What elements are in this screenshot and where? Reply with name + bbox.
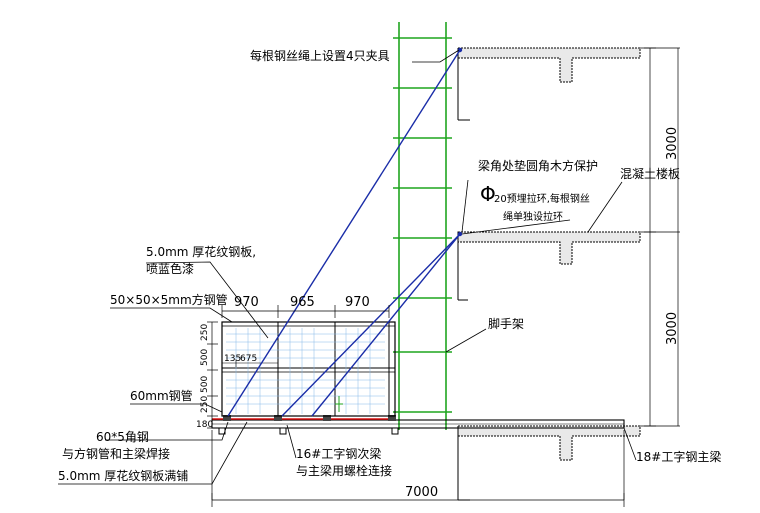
- dim-left-4: 250: [200, 396, 210, 413]
- left-dimension: [207, 321, 218, 429]
- guardrail-panel: [221, 321, 396, 417]
- rope-anchors: [457, 47, 463, 237]
- bottom-dimension: [211, 430, 625, 507]
- dim-inner-1: 135: [224, 354, 241, 364]
- label-plate-1: 5.0mm 厚花纹钢板,: [146, 244, 256, 259]
- wire-ropes: [227, 49, 461, 417]
- label-secondary-1: 16#工字钢次梁: [296, 446, 381, 461]
- dim-right-lower: 3000: [665, 312, 680, 345]
- label-square-tube: 50×50×5mm方钢管: [110, 292, 228, 307]
- dim-left-2: 500: [200, 349, 210, 366]
- inner-dimension-lines: [222, 359, 278, 367]
- dim-right-upper: 3000: [665, 127, 680, 160]
- label-angle-2: 与方钢管和主梁焊接: [62, 446, 170, 461]
- dim-top-3: 970: [345, 295, 370, 310]
- wire-rope-lower: [311, 233, 461, 417]
- wire-rope-mid: [281, 233, 461, 417]
- label-phi-symbol: Φ: [480, 182, 496, 206]
- label-scaffold: 脚手架: [488, 316, 524, 331]
- floor-slab-top: [457, 47, 641, 121]
- label-concrete-slab: 混凝土楼板: [620, 166, 680, 181]
- label-floor-plate: 5.0mm 厚花纹钢板满铺: [58, 468, 188, 483]
- dim-top-2: 965: [290, 295, 315, 310]
- label-pipe60: 60mm钢管: [130, 388, 193, 403]
- label-angle-1: 60*5角钢: [96, 430, 149, 444]
- label-pull-ring-2: 绳单独设拉环: [503, 210, 563, 223]
- dim-left-3: 500: [200, 376, 210, 393]
- panel-arrow: [335, 396, 343, 412]
- dim-left-1: 250: [200, 324, 210, 341]
- scaffold: [393, 22, 452, 430]
- beam-supports: [218, 427, 399, 435]
- label-corner-protect: 梁角处垫圆角木方保护: [478, 158, 598, 173]
- dim-left-5: 180: [196, 420, 213, 430]
- secondary-beam-pads: [223, 415, 396, 421]
- label-secondary-2: 与主梁用螺栓连接: [296, 463, 392, 478]
- dim-inner-2: 675: [240, 354, 257, 364]
- floor-slab-bottom: [457, 425, 641, 501]
- label-pull-ring-1: 20预埋拉环,每根钢丝: [494, 192, 590, 205]
- label-plate-2: 喷蓝色漆: [146, 262, 194, 276]
- mesh-grid: [226, 328, 385, 414]
- scaffold-ledgers: [393, 37, 452, 413]
- top-dimension: [221, 305, 390, 318]
- wire-rope-upper: [227, 49, 461, 417]
- label-main-beam: 18#工字钢主梁: [636, 449, 721, 464]
- floor-slab-middle: [457, 231, 641, 301]
- leader-lines: [58, 49, 637, 485]
- label-clamp-note: 每根钢丝绳上设置4只夹具: [250, 48, 390, 63]
- dim-bottom-total: 7000: [405, 485, 438, 500]
- right-dimension: [640, 47, 680, 427]
- dim-top-1: 970: [234, 295, 259, 310]
